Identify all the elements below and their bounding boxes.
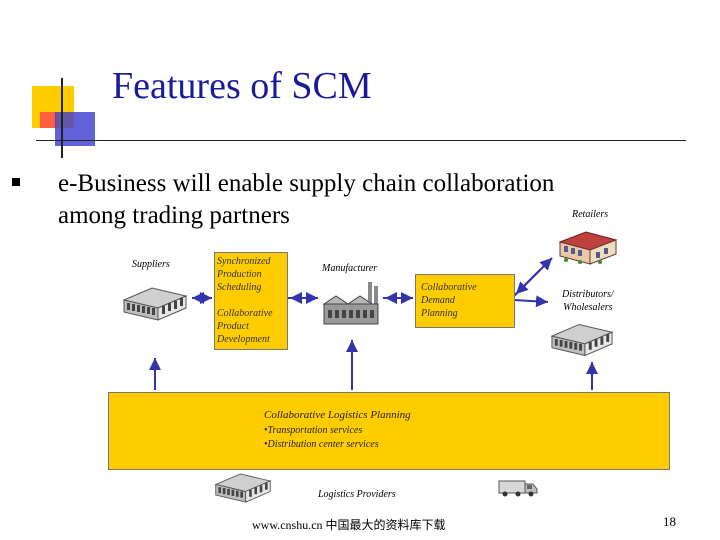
logistics-item-transportation: •Transportation services bbox=[264, 425, 363, 436]
demand-box-line2: Demand bbox=[421, 295, 455, 306]
demand-box-text: Collaborative Demand Planning bbox=[421, 281, 477, 320]
manufacturer-label: Manufacturer bbox=[322, 263, 378, 274]
delivery-truck-icon bbox=[498, 480, 538, 497]
box-upper-text: Synchronized Production Scheduling bbox=[217, 255, 271, 294]
distributors-label-line1: Distributors/ bbox=[562, 289, 614, 300]
bullet-text-line2: among trading partners bbox=[58, 202, 290, 229]
retailers-label: Retailers bbox=[572, 209, 609, 220]
arrow-demand-distributors bbox=[513, 295, 549, 308]
logistics-heading: Collaborative Logistics Planning bbox=[264, 409, 411, 421]
warehouse-icon bbox=[214, 473, 272, 503]
box-upper-line1: Synchronized bbox=[217, 256, 271, 267]
logistics-providers-label: Logistics Providers bbox=[318, 489, 396, 500]
demand-planning-box bbox=[415, 274, 515, 328]
box-lower-text: Collaborative Product Development bbox=[217, 307, 273, 346]
retail-store-icon bbox=[558, 231, 618, 265]
decor-red-square bbox=[40, 112, 56, 128]
distributors-label-line2: Wholesalers bbox=[563, 302, 613, 313]
decor-vertical-line bbox=[61, 78, 63, 158]
box-lower-line2: Product bbox=[217, 321, 249, 332]
box-lower-line1: Collaborative bbox=[217, 308, 273, 319]
box-upper-line2: Production bbox=[217, 269, 262, 280]
warehouse-icon bbox=[550, 323, 614, 357]
bullet-text-line1: e-Business will enable supply chain coll… bbox=[58, 170, 555, 197]
factory-icon bbox=[322, 282, 379, 325]
footer-text: www.cnshu.cn 中国最大的资料库下载 bbox=[252, 518, 446, 532]
production-collaboration-box bbox=[214, 252, 288, 350]
box-lower-line3: Development bbox=[217, 334, 270, 345]
warehouse-icon bbox=[122, 287, 188, 321]
logistics-item-distribution: •Distribution center services bbox=[264, 439, 379, 450]
distributors-label: Distributors/ Wholesalers bbox=[562, 288, 614, 314]
box-upper-line3: Scheduling bbox=[217, 282, 262, 293]
logistics-planning-box bbox=[108, 392, 670, 470]
demand-box-line3: Planning bbox=[421, 308, 458, 319]
decor-horizontal-line bbox=[36, 140, 686, 141]
suppliers-label: Suppliers bbox=[132, 259, 170, 270]
page-number: 18 bbox=[663, 514, 676, 529]
slide-title: Features of SCM bbox=[112, 65, 372, 107]
bullet-icon bbox=[12, 178, 20, 186]
demand-box-line1: Collaborative bbox=[421, 282, 477, 293]
